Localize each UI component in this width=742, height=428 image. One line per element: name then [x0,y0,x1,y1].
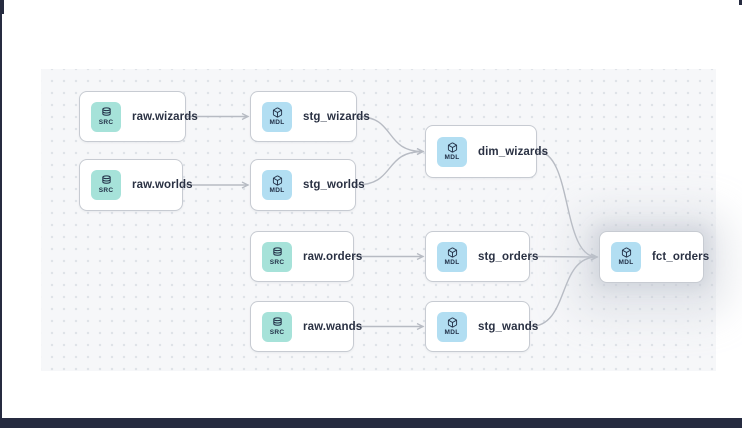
node-raw_worlds[interactable]: SRC raw.worlds [79,159,193,211]
node-label: stg_wizards [303,110,370,123]
node-label: raw.wands [303,320,363,333]
node-stg_wands[interactable]: MDL stg_wands [425,301,538,352]
cube-icon [272,107,283,118]
node-stg_orders[interactable]: MDL stg_orders [425,231,538,282]
node-type-badge: MDL [611,242,641,272]
node-label: stg_worlds [303,179,365,191]
screen-edge-left [0,0,2,428]
node-type-badge: SRC [91,170,121,200]
node-raw_wands[interactable]: SRC raw.wands [250,301,362,352]
node-type-label: SRC [269,258,285,266]
cube-icon [621,247,632,258]
node-type-label: SRC [98,118,114,126]
node-label: stg_orders [478,250,539,263]
node-type-label: MDL [269,118,285,126]
node-type-badge: MDL [262,101,292,132]
node-type-badge: MDL [437,136,467,167]
node-dim_wizards[interactable]: MDL dim_wizards [425,125,548,178]
cube-icon [447,317,458,328]
node-raw_wizards[interactable]: SRC raw.wizards [79,91,198,142]
node-type-label: SRC [98,187,114,195]
node-fct_orders[interactable]: MDL fct_orders [599,231,709,283]
node-type-badge: SRC [262,311,292,342]
node-type-label: SRC [269,328,285,336]
node-type-badge: MDL [437,241,467,272]
node-type-badge: SRC [262,241,292,272]
node-label: stg_wands [478,320,539,333]
node-type-label: MDL [269,187,285,195]
node-type-label: MDL [444,153,460,161]
screen-edge-bottom [0,418,742,428]
node-type-badge: MDL [262,170,292,200]
node-label: raw.orders [303,250,363,263]
cube-icon [272,175,283,186]
screen-edge-top-left [0,0,4,14]
cube-icon [447,142,458,153]
database-icon [101,107,112,118]
node-stg_worlds[interactable]: MDL stg_worlds [250,159,365,211]
database-icon [101,175,112,186]
node-label: fct_orders [652,251,710,263]
screen-edge-top-right [739,0,742,5]
node-label: dim_wizards [478,145,549,158]
node-type-badge: SRC [91,101,121,132]
node-type-badge: MDL [437,311,467,342]
node-label: raw.worlds [132,179,193,191]
node-raw_orders[interactable]: SRC raw.orders [250,231,362,282]
node-stg_wizards[interactable]: MDL stg_wizards [250,91,370,142]
node-type-label: MDL [444,258,460,266]
node-type-label: MDL [618,259,634,267]
database-icon [272,247,283,258]
node-type-label: MDL [444,328,460,336]
cube-icon [447,247,458,258]
node-label: raw.wizards [132,110,198,123]
database-icon [272,317,283,328]
